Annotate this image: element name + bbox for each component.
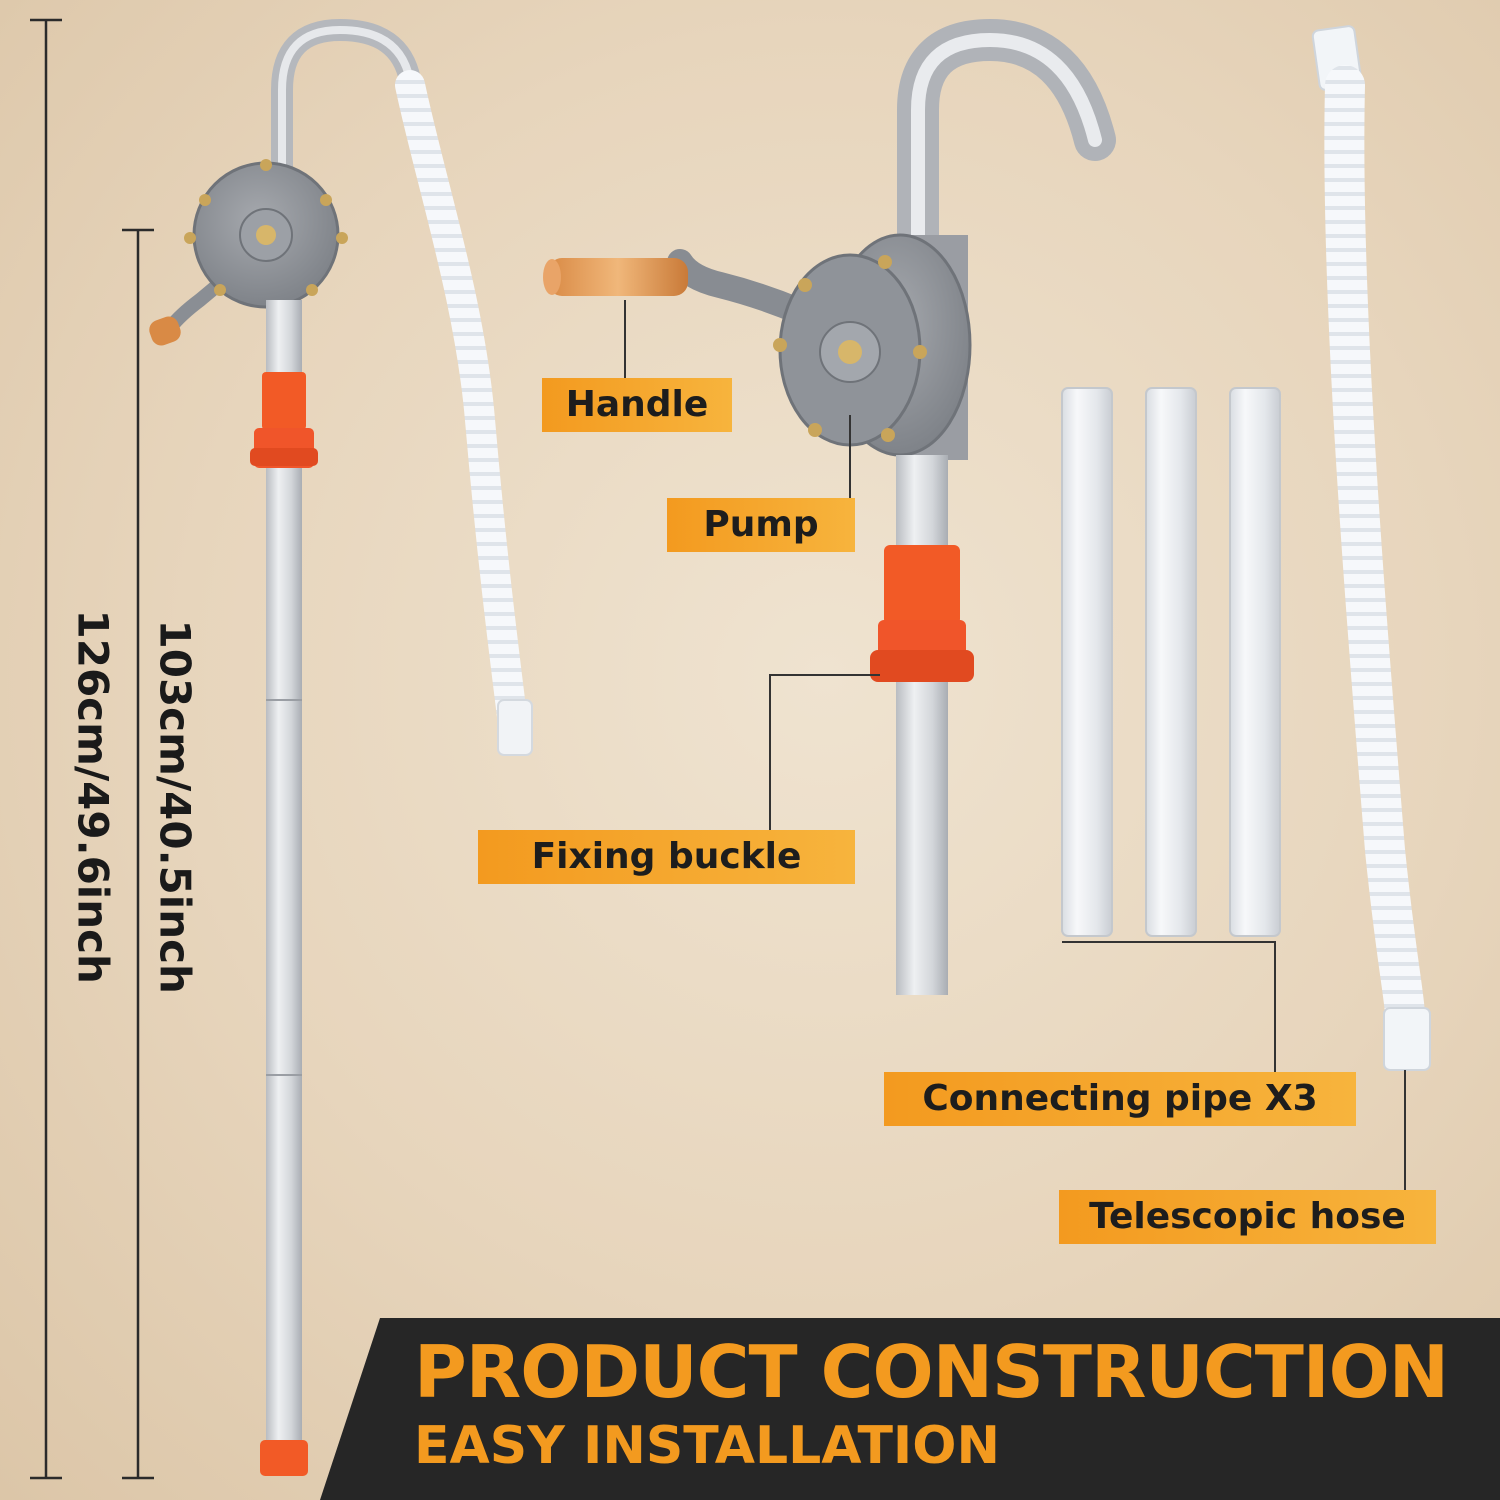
- callout-pump: Pump: [667, 498, 855, 552]
- callout-handle: Handle: [542, 378, 732, 432]
- connecting-pipes: [1061, 387, 1281, 937]
- leader-fixing-buckle: [769, 674, 880, 830]
- assembled-pump: [149, 18, 533, 1476]
- callout-connecting-pipe: Connecting pipe X3: [884, 1072, 1356, 1126]
- callout-telescopic-hose: Telescopic hose: [1059, 1190, 1436, 1244]
- callout-fixing-buckle: Fixing buckle: [478, 830, 855, 884]
- callout-leaders: [624, 300, 1406, 1190]
- dimension-line-pump: [122, 228, 154, 1480]
- leader-connecting-pipe: [1062, 941, 1276, 1072]
- banner-subtitle: EASY INSTALLATION: [414, 1416, 1000, 1476]
- title-banner: [320, 1318, 1500, 1500]
- dimension-line-total: [30, 18, 62, 1480]
- dimension-label-pump: 103cm/40.5inch: [150, 619, 200, 994]
- pump-head-closeup: [543, 18, 1116, 995]
- dimension-label-total: 126cm/49.6inch: [68, 609, 118, 984]
- banner-title: PRODUCT CONSTRUCTION: [414, 1330, 1449, 1414]
- telescopic-hose: [1311, 25, 1431, 1071]
